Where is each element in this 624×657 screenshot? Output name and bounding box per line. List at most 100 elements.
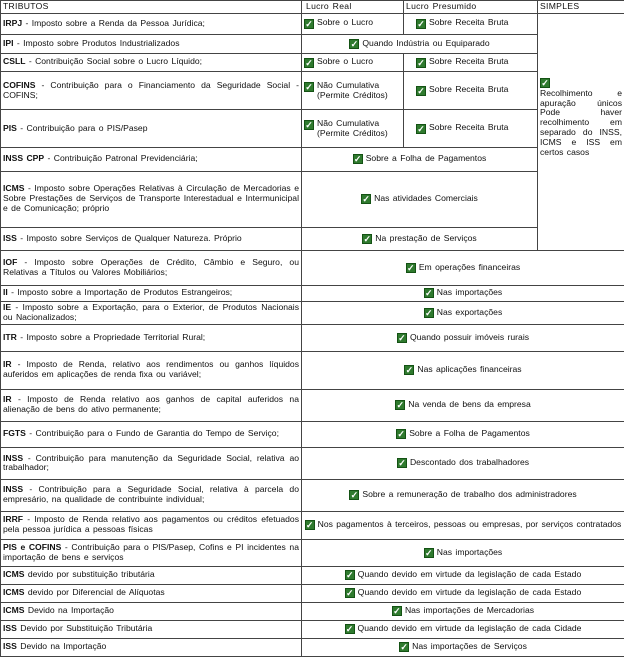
tax-code: FGTS	[3, 428, 26, 439]
tax-row: ISS - Imposto sobre Serviços de Qualquer…	[0, 226, 624, 252]
tax-description-text: devido por substituição tributária	[24, 569, 155, 580]
all-regimes-cell: ✓Nas importações	[301, 285, 624, 302]
checkbox-icon[interactable]: ✓	[304, 119, 314, 130]
tax-row: PIS e COFINS - Contribuição para o PIS/P…	[0, 539, 624, 567]
all-regimes-cell: ✓Quando devido em virtude da legislação …	[301, 619, 624, 639]
tax-description-text: - Contribuição para o Fundo de Garantia …	[25, 428, 279, 439]
tax-description-text: - Contribuição Patronal Previdenciária;	[44, 153, 198, 164]
all-regimes-cell: ✓Sobre a remuneração de trabalho dos adm…	[301, 478, 624, 512]
checkbox-icon[interactable]: ✓	[405, 263, 416, 274]
tax-description-text: - Imposto de Renda relativo aos ganhos d…	[3, 394, 299, 415]
lucro-presumido-cell: ✓Sobre Receita Bruta	[403, 12, 538, 35]
all-regimes-cell: ✓Na venda de bens da empresa	[301, 388, 624, 422]
all-regimes-label: Nas aplicações financeiras	[417, 364, 522, 375]
tax-row: ICMS - Imposto sobre Operações Relativas…	[0, 170, 624, 228]
checkbox-icon[interactable]: ✓	[304, 57, 314, 68]
checkbox-icon[interactable]: ✓	[416, 57, 426, 68]
tax-code: II	[3, 287, 8, 298]
tax-description: IRPJ - Imposto sobre a Renda da Pessoa J…	[0, 12, 302, 35]
tax-description-text: - Imposto sobre a Exportação, para o Ext…	[3, 302, 299, 323]
tax-row: ICMS Devido na Importação✓Nas importaçõe…	[0, 601, 624, 621]
tax-code: INSS	[3, 484, 24, 495]
tax-row: IRPJ - Imposto sobre a Renda da Pessoa J…	[0, 12, 624, 252]
checkbox-icon[interactable]: ✓	[344, 588, 355, 599]
tax-code: ISS	[3, 641, 17, 652]
checkbox-icon[interactable]: ✓	[361, 194, 372, 205]
lucro-real-cell: ✓Não Cumulativa (Permite Créditos)	[301, 109, 404, 149]
tax-row: ICMS devido por Diferencial de Alíquotas…	[0, 583, 624, 603]
all-regimes-cell: ✓Nas importações	[301, 539, 624, 567]
tax-description-text: Devido na Importação	[24, 605, 114, 616]
tax-description-text: - Imposto sobre Produtos Industrializado…	[13, 37, 180, 48]
checkbox-icon[interactable]: ✓	[423, 308, 434, 319]
tax-code: PIS	[3, 122, 17, 133]
tax-code: IPI	[3, 37, 14, 48]
tax-row: INSS CPP - Contribuição Patronal Previde…	[0, 147, 624, 172]
tax-row: IR - Imposto de Renda relativo aos ganho…	[0, 388, 624, 422]
tax-description-text: - Contribuição para o PIS/Pasep, Cofins …	[3, 542, 299, 562]
all-regimes-cell: ✓Quando devido em virtude da legislação …	[301, 565, 624, 585]
tax-row: II - Imposto sobre a Importação de Produ…	[0, 285, 624, 302]
simples-note: Recolhimento e apuração únicos Pode have…	[540, 87, 622, 157]
checkbox-icon[interactable]: ✓	[344, 570, 355, 581]
checkbox-icon[interactable]: ✓	[349, 38, 360, 49]
tax-code: ISS	[3, 232, 17, 243]
tax-description-text: - Imposto sobre Serviços de Qualquer Nat…	[16, 232, 242, 243]
checkbox-icon[interactable]: ✓	[395, 400, 406, 411]
tax-description-text: Devido na Importação	[16, 641, 107, 652]
all-regimes-label: Quando devido em virtude da legislação d…	[357, 587, 582, 598]
checkbox-icon[interactable]: ✓	[404, 365, 415, 376]
tax-row: IRRF - Imposto de Renda relativo aos pag…	[0, 510, 624, 541]
lucro-presumido-cell: ✓Sobre Receita Bruta	[403, 70, 538, 111]
tax-description: INSS - Contribuição para a Seguridade So…	[0, 478, 302, 512]
all-regimes-cell: ✓Sobre a Folha de Pagamentos	[301, 420, 624, 449]
tax-row: ITR - Imposto sobre a Propriedade Territ…	[0, 324, 624, 352]
all-regimes-cell: ✓Nas exportações	[301, 300, 624, 326]
all-regimes-label: Nas exportações	[436, 307, 503, 318]
tax-description: PIS e COFINS - Contribuição para o PIS/P…	[0, 539, 302, 567]
all-regimes-cell: ✓Quando possuir imóveis rurais	[301, 324, 624, 352]
checkbox-icon[interactable]: ✓	[304, 81, 314, 92]
checkbox-icon[interactable]: ✓	[416, 86, 426, 97]
checkbox-icon[interactable]: ✓	[391, 606, 402, 617]
lucro-presumido-label: Sobre Receita Bruta	[429, 84, 509, 95]
checkbox-icon[interactable]: ✓	[352, 154, 363, 165]
checkbox-icon[interactable]: ✓	[416, 19, 426, 30]
checkbox-icon[interactable]: ✓	[540, 77, 550, 88]
all-regimes-cell: ✓Nas importações de Mercadorias	[301, 601, 624, 621]
real-presumido-label: Quando Indústria ou Equiparado	[362, 37, 490, 48]
checkbox-icon[interactable]: ✓	[396, 429, 407, 440]
checkbox-icon[interactable]: ✓	[396, 332, 407, 343]
checkbox-icon[interactable]: ✓	[349, 490, 360, 501]
real-presumido-cell: ✓Nas atividades Comerciais	[301, 170, 538, 228]
tax-description: IR - Imposto de Renda, relativo aos rend…	[0, 350, 302, 390]
checkbox-icon[interactable]: ✓	[304, 19, 314, 30]
tax-description: FGTS - Contribuição para o Fundo de Gara…	[0, 420, 302, 449]
tax-code: INSS CPP	[3, 153, 45, 164]
lucro-real-label: Não Cumulativa (Permite Créditos)	[317, 79, 388, 100]
checkbox-icon[interactable]: ✓	[399, 642, 410, 653]
checkbox-icon[interactable]: ✓	[423, 548, 434, 558]
checkbox-icon[interactable]: ✓	[362, 233, 373, 244]
all-regimes-cell: ✓Nas aplicações financeiras	[301, 350, 624, 390]
lucro-real-label: Não Cumulativa (Permite Créditos)	[317, 117, 388, 138]
all-regimes-label: Quando possuir imóveis rurais	[409, 331, 530, 342]
checkbox-icon[interactable]: ✓	[416, 124, 426, 135]
header-row: TRIBUTOS Lucro Real Lucro Presumido SIMP…	[0, 0, 624, 14]
lucro-presumido-label: Sobre Receita Bruta	[429, 17, 509, 28]
checkbox-icon[interactable]: ✓	[344, 624, 355, 635]
tax-row: INSS - Contribuição para a Seguridade So…	[0, 478, 624, 512]
checkbox-icon[interactable]: ✓	[304, 520, 315, 531]
lucro-presumido-cell: ✓Sobre Receita Bruta	[403, 109, 538, 149]
tax-row: INSS - Contribuição para manutenção da S…	[0, 447, 624, 480]
all-regimes-cell: ✓Nos pagamentos à terceiros, pessoas ou …	[301, 510, 624, 541]
checkbox-icon[interactable]: ✓	[396, 458, 407, 469]
tax-description: IOF - Imposto sobre Operações de Crédito…	[0, 250, 302, 286]
checkbox-icon[interactable]: ✓	[423, 288, 434, 299]
tax-description-text: Devido por Substituição Tributária	[16, 623, 153, 634]
all-regimes-label: Na venda de bens da empresa	[408, 399, 531, 410]
tax-code: CSLL	[3, 56, 26, 67]
real-presumido-label: Na prestação de Serviços	[375, 232, 477, 243]
tax-description-text: devido por Diferencial de Alíquotas	[24, 587, 165, 598]
